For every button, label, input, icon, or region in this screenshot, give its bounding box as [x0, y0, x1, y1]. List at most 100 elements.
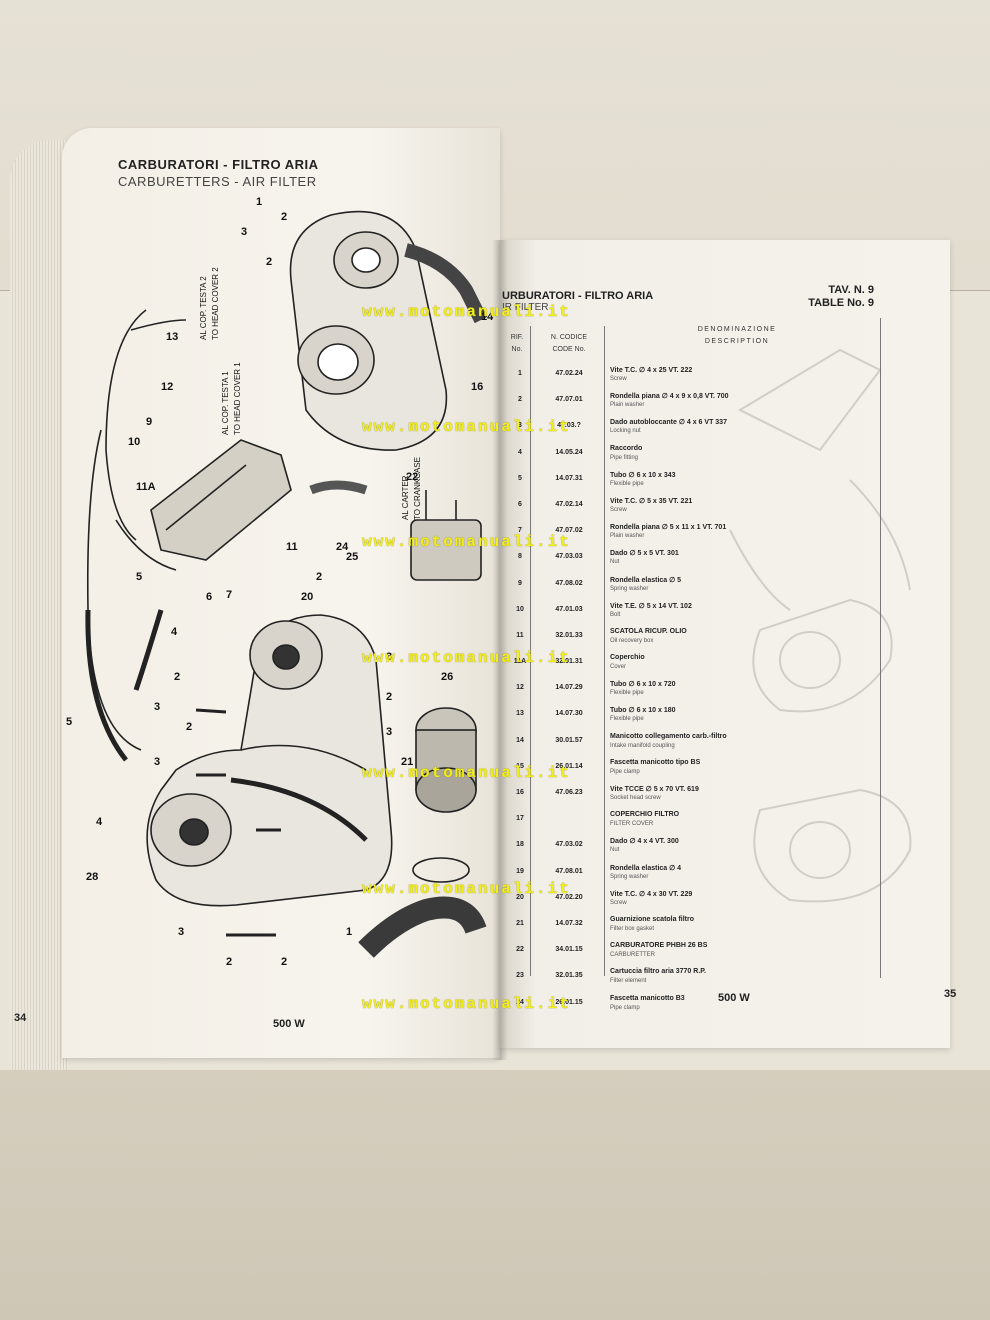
- svg-text:16: 16: [471, 381, 483, 393]
- part-name-italian: Raccordo: [610, 444, 643, 452]
- svg-text:2: 2: [386, 691, 392, 703]
- part-name-italian: Tubo ∅ 6 x 10 x 180: [610, 707, 676, 715]
- part-code: 14.07.32: [555, 919, 583, 927]
- part-name-english: Filter box gasket: [610, 925, 655, 932]
- col-code-header: N. CODICE: [550, 334, 588, 341]
- part-ref: 17: [516, 815, 524, 823]
- part-ref: 18: [516, 841, 524, 849]
- svg-text:2: 2: [316, 571, 322, 583]
- part-name-english: Flexible pipe: [610, 480, 644, 487]
- col-desc-header: DENOMINAZIONE: [697, 326, 777, 333]
- part-name-english: Pipe clamp: [610, 1004, 640, 1011]
- part-code: 47.02.14: [555, 500, 583, 508]
- part-ref: 24: [516, 998, 524, 1006]
- part-name-italian: Rondella elastica ∅ 4: [610, 864, 682, 872]
- svg-text:1: 1: [346, 926, 352, 938]
- part-name-english: Screw: [610, 506, 627, 513]
- part-name-italian: Dado ∅ 5 x 5 VT. 301: [610, 550, 679, 558]
- column-rule: [530, 326, 531, 976]
- part-name-italian: Rondella elastica ∅ 5: [610, 576, 682, 584]
- title-english: CARBURETTERS - AIR FILTER: [118, 174, 317, 189]
- part-name-english: Cover: [610, 664, 627, 671]
- svg-text:9: 9: [146, 416, 152, 428]
- left-model-label: 500 W: [273, 1018, 305, 1030]
- part-name-italian: Vite T.E. ∅ 5 x 14 VT. 102: [610, 602, 692, 610]
- part-name-italian: Rondella piana ∅ 4 x 9 x 0,8 VT. 700: [610, 393, 729, 401]
- part-code: 14.07.30: [555, 710, 583, 718]
- svg-text:3: 3: [241, 226, 247, 238]
- part-ref: 20: [516, 893, 524, 901]
- part-name-italian: Vite T.C. ∅ 4 x 30 VT. 229: [610, 890, 693, 898]
- watermark: www.motomanuali.it: [362, 418, 571, 436]
- svg-text:12: 12: [161, 381, 173, 393]
- svg-text:5: 5: [66, 716, 72, 728]
- svg-text:14: 14: [481, 311, 494, 323]
- svg-text:3: 3: [386, 726, 392, 738]
- part-code: 47.03.02: [555, 841, 583, 849]
- label-head-cover-2-en: TO HEAD COVER 2: [211, 267, 220, 340]
- svg-text:2: 2: [174, 671, 180, 683]
- part-code: 14.07.29: [555, 684, 583, 692]
- watermark: www.motomanuali.it: [362, 649, 571, 667]
- part-code: 47.08.02: [555, 579, 583, 587]
- svg-text:2: 2: [226, 956, 232, 968]
- watermark: www.motomanuali.it: [362, 995, 571, 1013]
- part-name-english: Plain washer: [610, 533, 645, 540]
- part-ref: 13: [516, 710, 524, 718]
- part-ref: 11: [516, 631, 524, 639]
- svg-text:7: 7: [226, 589, 232, 601]
- part-code: 47.08.01: [555, 867, 583, 875]
- part-ref: 16: [516, 789, 524, 796]
- part-name-english: Pipe fitting: [610, 454, 639, 461]
- part-name-english: Locking nut: [610, 428, 641, 435]
- part-code: 47.03.03: [555, 553, 583, 561]
- part-name-italian: Dado ∅ 4 x 4 VT. 300: [610, 838, 679, 846]
- part-name-italian: Fascetta manicotto tipo BS: [610, 758, 701, 766]
- svg-text:4: 4: [96, 816, 103, 828]
- right-title-italian: URBURATORI - FILTRO ARIA: [502, 290, 654, 302]
- part-code: 47.03.?: [557, 422, 581, 430]
- part-name-english: Pipe clamp: [610, 768, 640, 775]
- part-name-italian: Cartuccia filtro aria 3770 R.P.: [610, 968, 706, 976]
- part-name-english: Socket head screw: [610, 795, 661, 801]
- part-name-italian: Vite T.C. ∅ 4 x 25 VT. 222: [610, 367, 693, 374]
- right-page: [500, 240, 950, 1048]
- part-ref: 11A: [513, 658, 527, 666]
- part-name-english: CARBURETTER: [610, 952, 656, 959]
- part-name-italian: Vite TCCE ∅ 5 x 70 VT. 619: [610, 786, 699, 793]
- watermark: www.motomanuali.it: [362, 303, 571, 321]
- part-name-english: Plain washer: [610, 402, 645, 409]
- part-name-italian: COPERCHIO FILTRO: [610, 811, 680, 819]
- label-crankcase-it: AL CARTER: [401, 475, 410, 520]
- part-ref: 7: [518, 527, 522, 535]
- left-page-number: 34: [14, 1012, 27, 1024]
- svg-text:11A: 11A: [136, 481, 156, 493]
- part-code: 32.01.35: [555, 972, 583, 980]
- part-name-italian: Tubo ∅ 6 x 10 x 343: [610, 471, 676, 479]
- table-number-it: TAV. N. 9: [828, 284, 874, 296]
- part-name-english: Filter element: [610, 978, 647, 985]
- svg-text:2: 2: [281, 211, 287, 223]
- svg-text:26: 26: [441, 671, 453, 683]
- svg-text:6: 6: [206, 591, 212, 603]
- part-ref: 3: [518, 422, 522, 430]
- part-name-italian: Fascetta manicotto B3: [610, 994, 685, 1002]
- part-name-english: Spring washer: [610, 585, 649, 592]
- part-name-italian: Dado autobloccante ∅ 4 x 6 VT 337: [610, 419, 727, 427]
- table-number-en: TABLE No. 9: [808, 297, 874, 309]
- part-name-english: FILTER COVER: [610, 821, 654, 828]
- left-page-title: CARBURATORI - FILTRO ARIA CARBURETTERS -…: [118, 156, 319, 190]
- part-code: 47.01.03: [555, 605, 583, 613]
- svg-text:13: 13: [166, 331, 178, 343]
- show-through-diagram: [729, 348, 912, 903]
